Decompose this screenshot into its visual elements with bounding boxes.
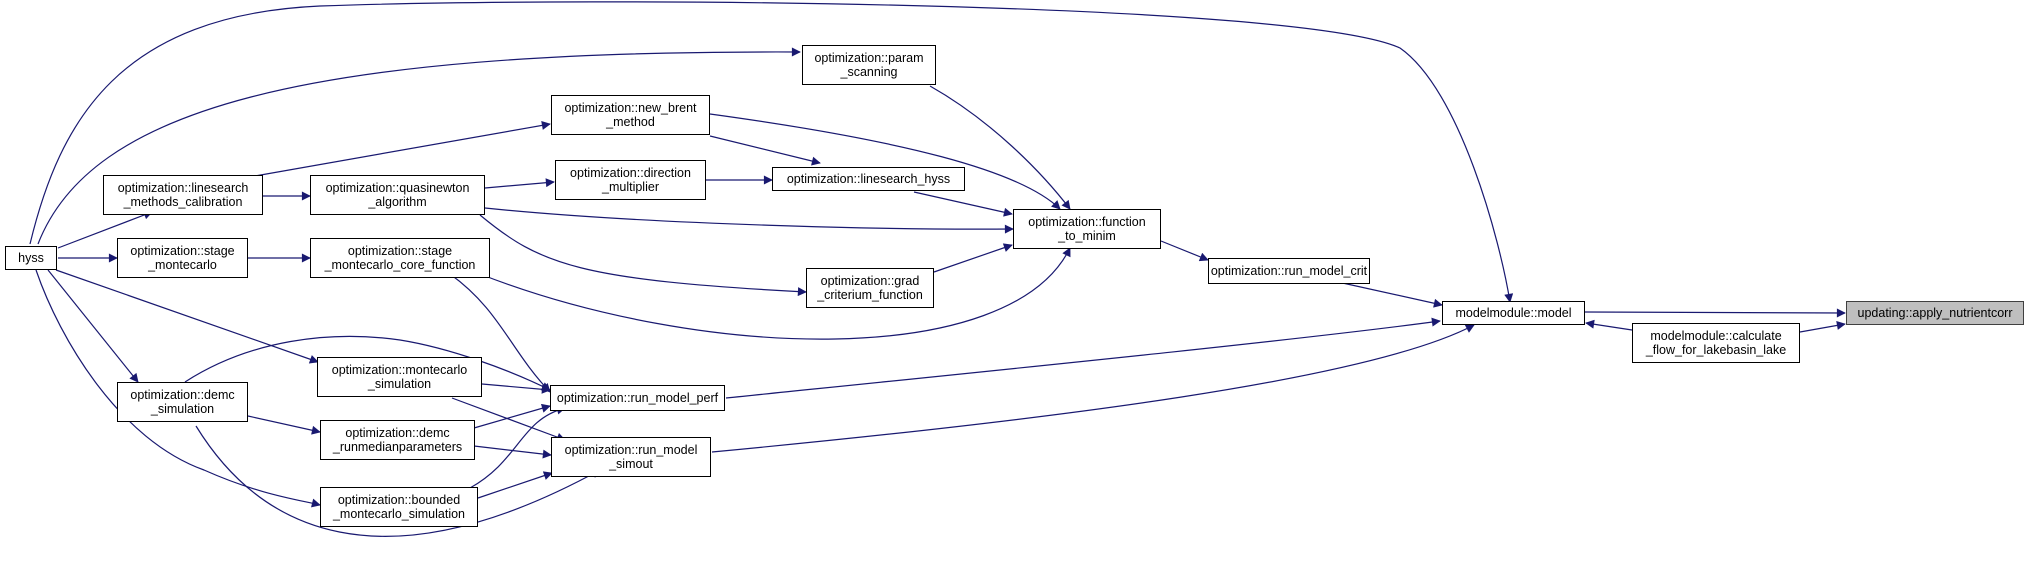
edge-quasinewton-grad-crit xyxy=(479,214,807,297)
edge-hyss-ls-calib xyxy=(57,210,153,249)
node-label: _simulation xyxy=(367,377,432,391)
node-function-to-minim[interactable]: optimization::function_to_minim xyxy=(1013,209,1161,249)
edge-param-scan-func-minim xyxy=(929,85,1071,210)
edge-quasinewton-dir-mult xyxy=(484,178,555,189)
edge-demc-sim-demc-runmed xyxy=(247,415,321,435)
node-direction-multiplier[interactable]: optimization::direction_multiplier xyxy=(555,160,706,200)
edge-run-perf-model xyxy=(725,317,1441,399)
node-label: hyss xyxy=(18,251,44,265)
node-label: _algorithm xyxy=(368,195,427,209)
node-label: _montecarlo_simulation xyxy=(332,507,465,521)
node-label: optimization::function xyxy=(1028,215,1146,229)
edge-run-crit-model xyxy=(1337,281,1443,308)
edge-new-brent-ls-hyss xyxy=(709,135,821,166)
node-label: _to_minim xyxy=(1058,229,1116,243)
node-label: optimization::direction xyxy=(570,166,691,180)
node-grad-criterium-function[interactable]: optimization::grad_criterium_function xyxy=(806,268,934,308)
node-apply-nutrientcorr: updating::apply_nutrientcorr xyxy=(1846,301,2024,325)
node-label: _methods_calibration xyxy=(123,195,243,209)
edge-stage-core-run-perf xyxy=(449,273,551,393)
node-new-brent-method[interactable]: optimization::new_brent_method xyxy=(551,95,710,135)
edge-bounded-mc-run-simout xyxy=(477,471,553,499)
edge-new-brent-func-minim xyxy=(709,113,1061,210)
edge-hyss-param-scan xyxy=(37,47,801,245)
node-label: _flow_for_lakebasin_lake xyxy=(1645,343,1787,357)
node-label: _montecarlo_core_function xyxy=(324,258,476,272)
node-label: optimization::demc xyxy=(130,388,235,402)
edge-bounded-mc-run-perf xyxy=(469,405,566,489)
node-label: modelmodule::calculate xyxy=(1650,329,1782,343)
node-label: updating::apply_nutrientcorr xyxy=(1857,306,2013,320)
node-stage-montecarlo[interactable]: optimization::stage_montecarlo xyxy=(117,238,248,278)
node-label: optimization::montecarlo xyxy=(331,363,468,377)
edge-calc-flow-apply-nut xyxy=(1799,320,1846,333)
edge-grad-crit-func-minim xyxy=(933,243,1013,273)
node-hyss[interactable]: hyss xyxy=(5,246,57,270)
node-label: optimization::new_brent xyxy=(564,101,697,115)
node-param-scanning[interactable]: optimization::param_scanning xyxy=(802,45,936,85)
edge-model-apply-nut xyxy=(1584,308,1846,318)
edge-demc-sim-run-simout xyxy=(195,425,601,537)
node-label: optimization::demc xyxy=(345,426,450,440)
edge-calc-flow-model xyxy=(1585,319,1633,331)
edge-mc-sim-run-perf xyxy=(481,383,551,394)
node-label: optimization::run_model xyxy=(564,443,698,457)
node-label: _scanning xyxy=(840,65,898,79)
node-label: _method xyxy=(606,115,655,129)
edge-run-simout-model xyxy=(711,324,1475,453)
edge-stage-core-func-minim xyxy=(479,247,1071,340)
node-run-model-perf[interactable]: optimization::run_model_perf xyxy=(550,385,725,411)
node-demc-runmedianparameters[interactable]: optimization::demc_runmedianparameters xyxy=(320,420,475,460)
node-label: modelmodule::model xyxy=(1455,306,1572,320)
edge-hyss-bounded-mc xyxy=(35,269,321,508)
edge-mc-sim-run-simout xyxy=(451,397,566,442)
node-label: optimization::stage xyxy=(130,244,235,258)
node-calculate-flow-for-lakebasin-lake[interactable]: modelmodule::calculate_flow_for_lakebasi… xyxy=(1632,323,1800,363)
edge-ls-hyss-func-minim xyxy=(913,191,1013,217)
node-label: _montecarlo xyxy=(148,258,217,272)
node-label: optimization::param xyxy=(814,51,924,65)
node-label: optimization::run_model_crit xyxy=(1210,264,1368,278)
edge-quasinewton-func-minim xyxy=(484,207,1014,234)
node-label: _criterium_function xyxy=(817,288,923,302)
node-label: optimization::grad xyxy=(820,274,920,288)
node-label: optimization::linesearch xyxy=(117,181,249,195)
node-bounded-montecarlo-simulation[interactable]: optimization::bounded_montecarlo_simulat… xyxy=(320,487,478,527)
node-label: _multiplier xyxy=(602,180,659,194)
node-quasinewton-algorithm[interactable]: optimization::quasinewton_algorithm xyxy=(310,175,485,215)
node-demc-simulation[interactable]: optimization::demc_simulation xyxy=(117,382,248,422)
node-montecarlo-simulation[interactable]: optimization::montecarlo_simulation xyxy=(317,357,482,397)
node-label: _simout xyxy=(609,457,653,471)
node-label: optimization::quasinewton xyxy=(325,181,470,195)
node-label: _runmedianparameters xyxy=(332,440,463,454)
node-linesearch-hyss[interactable]: optimization::linesearch_hyss xyxy=(772,167,965,191)
node-label: optimization::bounded xyxy=(337,493,461,507)
edge-func-minim-run-crit xyxy=(1160,240,1209,262)
edge-hyss-mc-sim xyxy=(55,269,319,364)
edge-hyss-demc-sim xyxy=(47,269,139,383)
edge-hyss-model xyxy=(29,1,1514,303)
node-label: optimization::stage xyxy=(347,244,453,258)
edge-ls-calib-new-brent xyxy=(254,120,551,177)
node-linesearch-methods-calibration[interactable]: optimization::linesearch_methods_calibra… xyxy=(103,175,263,215)
node-label: optimization::linesearch_hyss xyxy=(786,172,951,186)
node-run-model-simout[interactable]: optimization::run_model_simout xyxy=(551,437,711,477)
node-label: _simulation xyxy=(150,402,215,416)
node-modelmodule-model[interactable]: modelmodule::model xyxy=(1442,301,1585,325)
node-label: optimization::run_model_perf xyxy=(556,391,719,405)
edge-demc-sim-run-perf xyxy=(184,335,551,391)
node-run-model-crit[interactable]: optimization::run_model_crit xyxy=(1208,258,1370,284)
edge-demc-runmed-run-perf xyxy=(473,403,551,429)
node-stage-montecarlo-core-function[interactable]: optimization::stage_montecarlo_core_func… xyxy=(310,238,490,278)
